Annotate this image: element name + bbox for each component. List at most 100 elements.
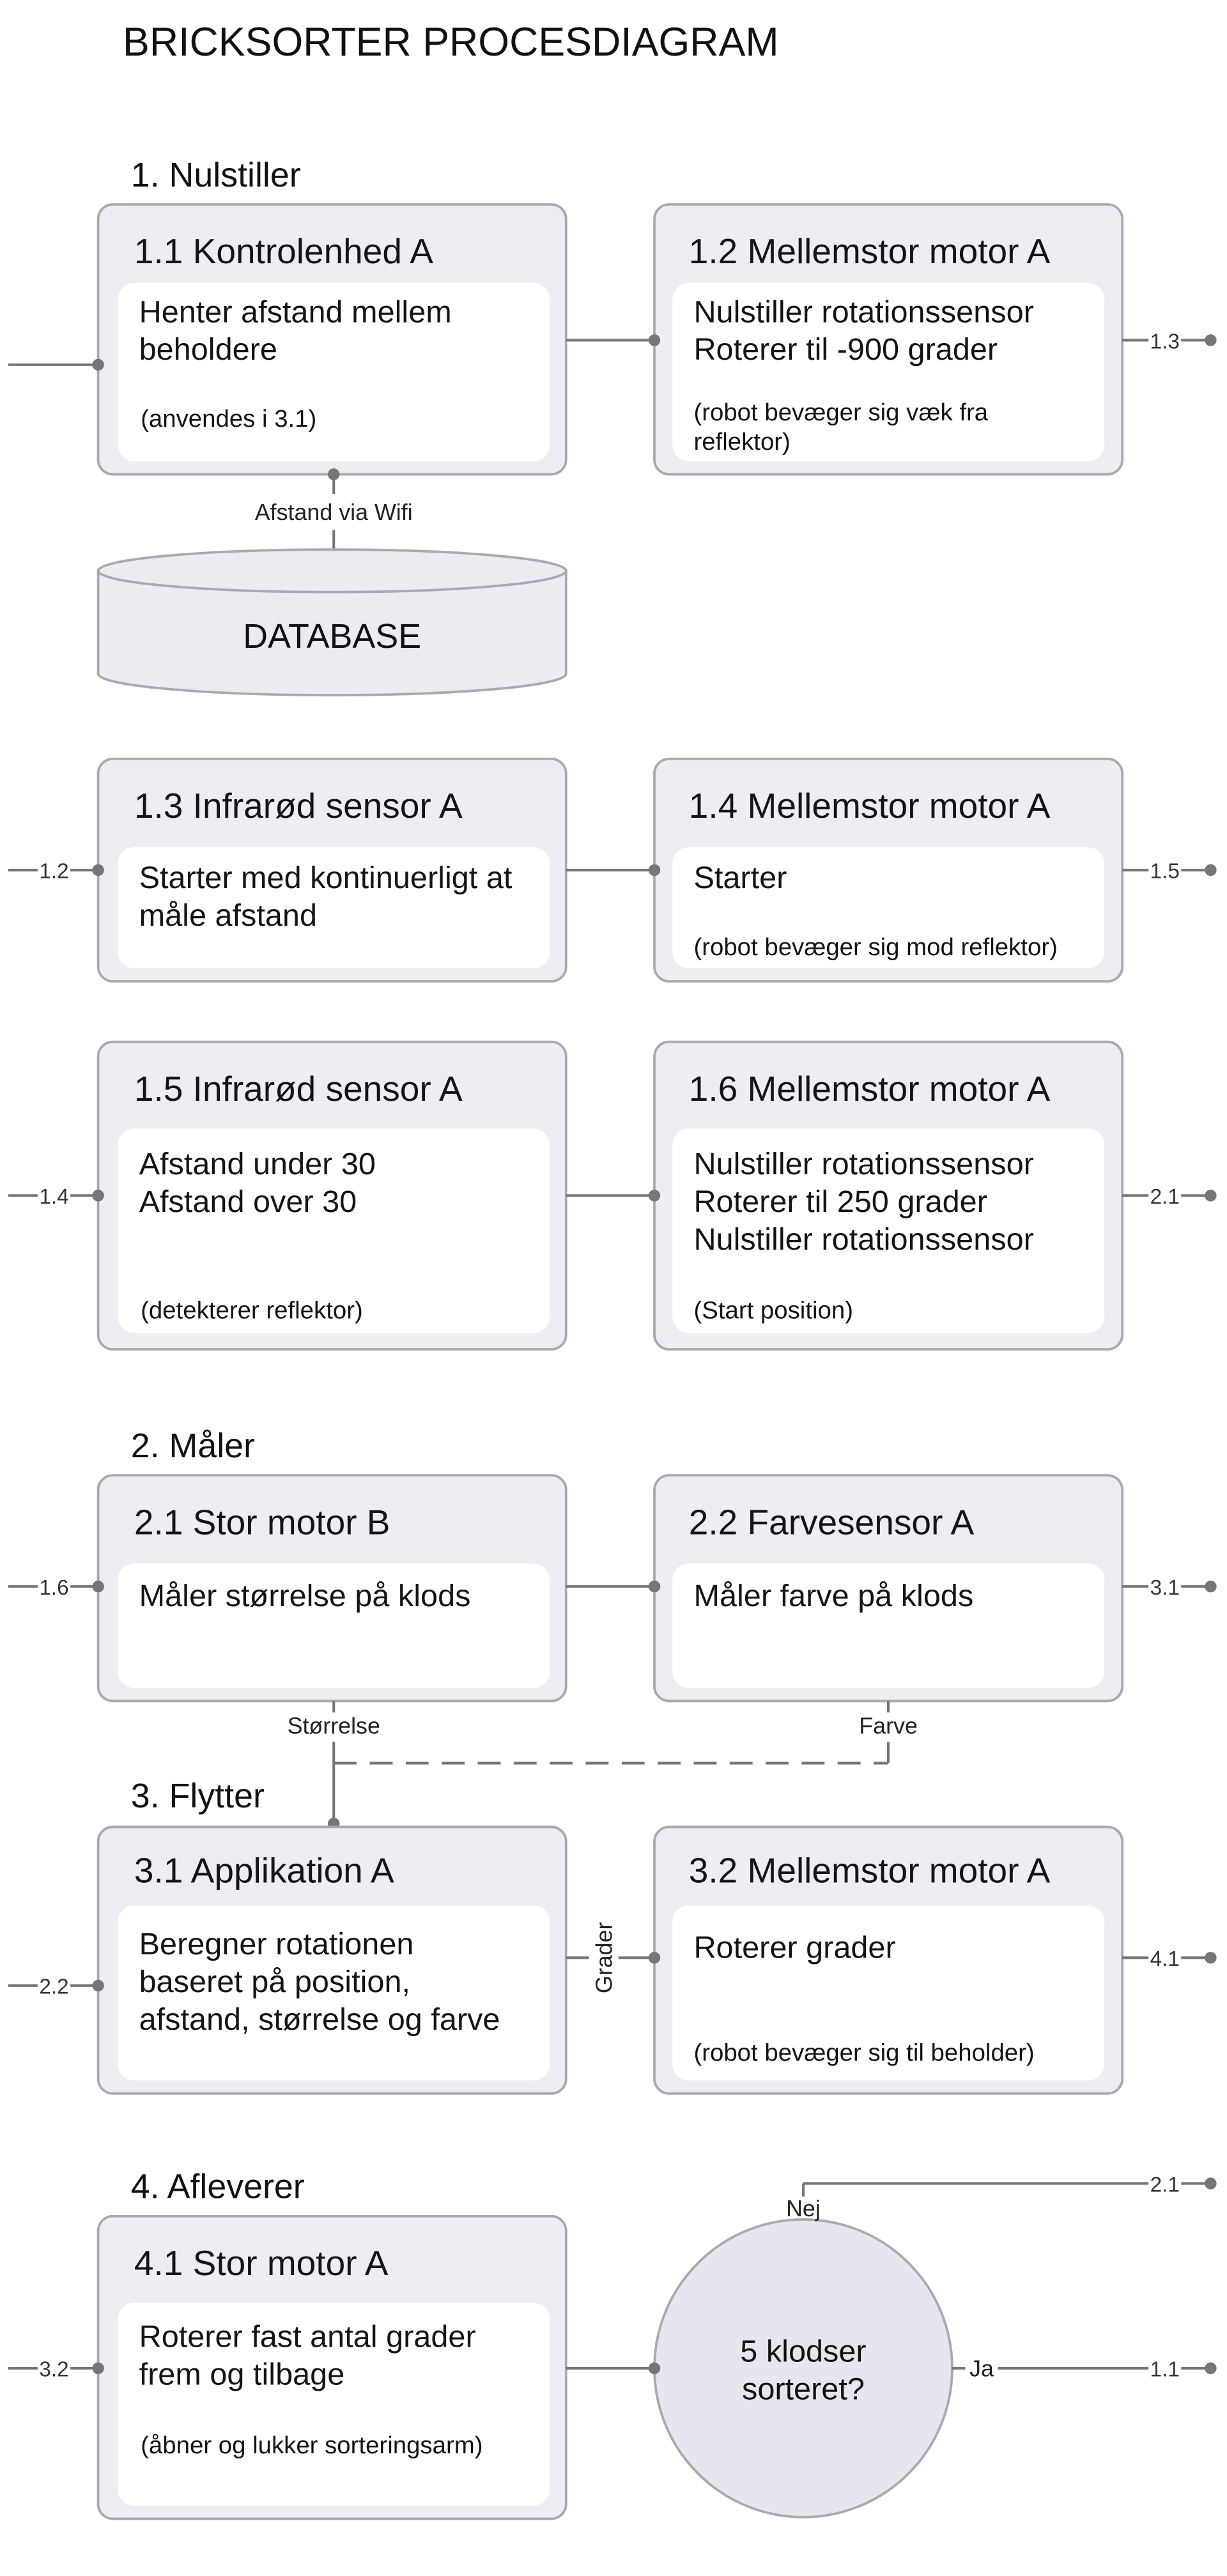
step-note: (detekterer reflektor) — [141, 1296, 363, 1324]
connector-dot — [92, 358, 104, 371]
color-edge-label: Farve — [859, 1713, 918, 1739]
step-body — [672, 1563, 1104, 1688]
step-body — [118, 1905, 550, 2081]
step-body — [672, 282, 1104, 461]
step-line: Nulstiller rotationssensor — [693, 295, 1033, 329]
decision-node: 5 klodser sorteret? — [653, 2218, 953, 2518]
step-title: 3.1 Applikation A — [134, 1851, 394, 1890]
step-3-1: 3.1 Applikation A Beregner rotationen ba… — [96, 1825, 567, 2095]
connector-dot — [92, 1979, 104, 1992]
connector-dot — [648, 1952, 661, 1964]
decision-line: sorteret? — [742, 2372, 865, 2407]
step-title: 2.2 Farvesensor A — [689, 1502, 975, 1542]
step-title: 1.5 Infrarød sensor A — [134, 1069, 463, 1108]
step-note: (Start position) — [693, 1296, 853, 1324]
measurement-links: Størrelse Farve — [288, 1701, 918, 1830]
step-line: Starter med kontinuerligt at — [139, 861, 513, 895]
row-1-connectors: 1.3 — [8, 330, 1217, 371]
ref-label-no: 2.1 — [1150, 2173, 1180, 2196]
yes-edge-label: Ja — [969, 2356, 994, 2382]
connector-dot — [1205, 1952, 1217, 1964]
step-3-2: 3.2 Mellemstor motor A Roterer grader (r… — [653, 1825, 1124, 2095]
connector-dot — [1205, 864, 1217, 877]
step-title: 1.4 Mellemstor motor A — [689, 786, 1051, 825]
step-title: 4.1 Stor motor A — [134, 2243, 389, 2283]
step-note: (robot bevæger sig væk fra — [693, 399, 988, 426]
section-title-maaler: 2. Måler — [131, 1427, 255, 1465]
ref-label-in: 2.2 — [39, 1975, 68, 1999]
step-title: 1.1 Kontrolenhed A — [134, 231, 433, 271]
wifi-link: Afstand via Wifi — [255, 468, 413, 550]
step-line: Måler farve på klods — [693, 1579, 973, 1613]
ref-label-out: 4.1 — [1150, 1947, 1180, 1971]
step-1-3: 1.3 Infrarød sensor A Starter med kontin… — [96, 757, 567, 983]
connector-dot — [92, 1580, 104, 1593]
step-body — [672, 847, 1104, 969]
database-top — [96, 548, 567, 594]
step-1-1: 1.1 Kontrolenhed A Henter afstand mellem… — [96, 203, 567, 476]
connector-dot — [648, 1190, 661, 1202]
step-line: frem og tilbage — [139, 2357, 345, 2391]
step-line: beholdere — [139, 332, 277, 367]
connector-dot — [92, 1190, 104, 1202]
connector-dot — [1205, 334, 1217, 346]
step-title: 2.1 Stor motor B — [134, 1502, 390, 1542]
row-5-connectors: 2.2 Grader 4.1 — [8, 1922, 1217, 1999]
ref-label-out: 1.3 — [1150, 330, 1180, 353]
decision-line: 5 klodser — [740, 2334, 866, 2369]
database-body — [96, 571, 567, 696]
step-1-6: 1.6 Mellemstor motor A Nulstiller rotati… — [653, 1040, 1124, 1351]
step-body — [118, 1128, 550, 1333]
step-1-5: 1.5 Infrarød sensor A Afstand under 30 A… — [96, 1040, 567, 1351]
step-line: Roterer grader — [693, 1930, 895, 1965]
step-title: 1.3 Infrarød sensor A — [134, 786, 463, 825]
step-line: Afstand over 30 — [139, 1184, 357, 1219]
connector-dot — [648, 334, 661, 346]
ref-label-yes: 1.1 — [1150, 2358, 1180, 2382]
no-edge-label: Nej — [786, 2196, 821, 2221]
step-line: måle afstand — [139, 898, 317, 933]
section-title-afleverer: 4. Afleverer — [131, 2168, 305, 2206]
step-line: afstand, størrelse og farve — [139, 2002, 500, 2037]
step-note: (åbner og lukker sorteringsarm) — [141, 2432, 482, 2459]
step-title: 3.2 Mellemstor motor A — [689, 1851, 1051, 1890]
step-line: Roterer til 250 grader — [693, 1184, 987, 1219]
step-title: 1.2 Mellemstor motor A — [689, 231, 1051, 271]
database-label: DATABASE — [243, 617, 421, 656]
step-body — [672, 1128, 1104, 1333]
connector-dot — [1205, 1190, 1217, 1202]
connector-dot — [92, 864, 104, 877]
step-line: Roterer til -900 grader — [693, 332, 998, 367]
step-body — [118, 2303, 550, 2506]
ref-label-in: 1.2 — [39, 860, 68, 884]
step-line: Nulstiller rotationssensor — [693, 1147, 1033, 1181]
row-3-connectors: 1.4 2.1 — [8, 1185, 1217, 1209]
database-cylinder: DATABASE — [96, 548, 567, 696]
step-2-1: 2.1 Stor motor B Måler størrelse på klod… — [96, 1474, 567, 1703]
step-line: Henter afstand mellem — [139, 295, 452, 329]
step-line: Nulstiller rotationssensor — [693, 1222, 1033, 1257]
wifi-edge-label: Afstand via Wifi — [255, 500, 413, 525]
connector-dot — [1205, 2362, 1217, 2375]
diagram-title: BRICKSORTER PROCESDIAGRAM — [123, 20, 779, 65]
step-1-2: 1.2 Mellemstor motor A Nulstiller rotati… — [653, 203, 1124, 476]
degrees-edge-label: Grader — [591, 1922, 617, 1994]
step-body — [118, 282, 550, 461]
step-line: baseret på position, — [139, 1965, 410, 1999]
step-title: 1.6 Mellemstor motor A — [689, 1069, 1051, 1108]
step-note: (robot bevæger sig mod reflektor) — [693, 933, 1057, 961]
step-line: Starter — [693, 861, 787, 895]
step-note: (anvendes i 3.1) — [141, 405, 316, 433]
connector-dot — [92, 2362, 104, 2375]
ref-label-in: 1.4 — [39, 1185, 68, 1209]
ref-label-in: 1.6 — [39, 1576, 68, 1600]
row-6-connectors: 3.2 Ja 1.1 Nej 2.1 — [8, 2173, 1217, 2382]
step-line: Måler størrelse på klods — [139, 1579, 471, 1613]
connector-dot — [1205, 1580, 1217, 1593]
step-4-1: 4.1 Stor motor A Roterer fast antal grad… — [96, 2214, 567, 2520]
step-1-4: 1.4 Mellemstor motor A Starter (robot be… — [653, 757, 1124, 983]
step-note: (robot bevæger sig til beholder) — [693, 2039, 1034, 2067]
connector-dot — [648, 1580, 661, 1593]
size-edge-label: Størrelse — [288, 1713, 380, 1739]
